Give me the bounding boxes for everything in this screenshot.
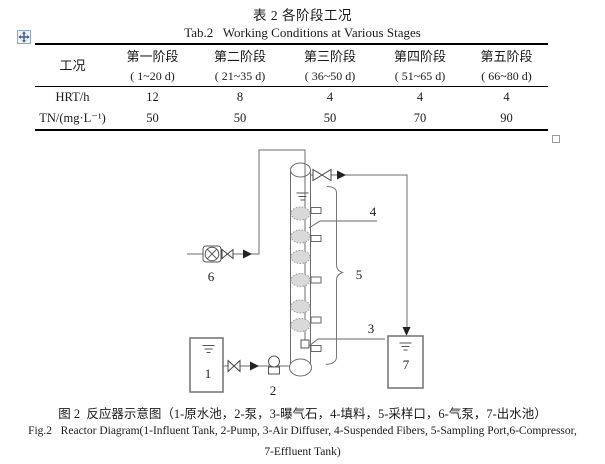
- down-arrow-into-tank7: [402, 327, 411, 336]
- air-flow-arrow: [243, 249, 252, 259]
- tn-stage2: 50: [233, 111, 247, 125]
- figure-caption-en-line2: 7-Effluent Tank): [264, 446, 341, 458]
- tank7-water-level-icon: [399, 342, 412, 351]
- air-pipe: [187, 149, 306, 340]
- leader-line-fibers: [308, 220, 377, 229]
- header-cell-stage4: 第四阶段( 51~65 d): [375, 44, 465, 87]
- influent-tank: 1: [189, 337, 224, 393]
- header-cell-stage3: 第三阶段( 36~50 d): [285, 44, 375, 87]
- table-title-en: Tab.2 Working Conditions at Various Stag…: [184, 25, 421, 40]
- hrt-stage4: 4: [416, 90, 424, 104]
- label-suspended-fibers: 4: [370, 204, 377, 219]
- table-title-cn: 表 2 各阶段工况: [253, 8, 352, 23]
- header-cell-stage5: 第五阶段( 66~80 d): [465, 44, 548, 87]
- figure-caption-en-line1: Fig.2 Reactor Diagram(1-Influent Tank, 2…: [28, 425, 577, 437]
- tn-stage5: 90: [500, 111, 513, 125]
- sampling-ports: [310, 207, 322, 352]
- influent-valve-icon: [227, 359, 241, 373]
- leader-line-diffuser: [308, 338, 385, 347]
- effluent-pipe: [311, 174, 408, 332]
- hrt-stage2: 8: [236, 90, 244, 104]
- table-header-row: 工况 第一阶段( 1~20 d) 第二阶段( 21~35 d) 第三阶段( 36…: [35, 44, 548, 87]
- column-bottom-cap: [289, 358, 312, 377]
- column-water-level-icon: [296, 192, 309, 201]
- pump-icon: [268, 355, 280, 375]
- outlet-valve-icon: [312, 168, 346, 182]
- suspended-fiber-carriers: [290, 206, 311, 332]
- label-air-diffuser: 3: [368, 321, 375, 336]
- tn-stage1: 50: [146, 111, 159, 125]
- hrt-stage1: 12: [146, 90, 159, 104]
- column-top-cap: [290, 162, 311, 178]
- table-row-hrt: HRT/h 12 8 4 4 4: [35, 87, 548, 109]
- hrt-stage5: 4: [503, 90, 510, 104]
- tank1-water-level-icon: [202, 345, 215, 353]
- effluent-tank: 7: [387, 335, 424, 389]
- table-row-tn: TN/(mg·L⁻¹) 50 50 50 70 90: [35, 108, 548, 130]
- influent-flow-arrow: [250, 361, 259, 371]
- row-label-hrt: HRT/h: [55, 90, 90, 104]
- object-anchor-handle[interactable]: [552, 135, 560, 143]
- header-cell-stage2: 第二阶段( 21~35 d): [195, 44, 285, 87]
- label-compressor: 6: [208, 269, 215, 284]
- label-sampling-port: 5: [356, 267, 363, 282]
- reactor-diagram: 1 7 2 3 4 5 6: [187, 149, 424, 398]
- label-pump: 2: [270, 383, 277, 398]
- sampling-port-brace: [325, 186, 345, 365]
- hrt-stage3: 4: [326, 90, 334, 104]
- effluent-flow-arrow: [337, 170, 346, 180]
- compressor-icon: [202, 245, 252, 263]
- reactor-column: [289, 162, 322, 377]
- label-effluent-tank: 7: [403, 357, 410, 372]
- figure-caption-cn: 图 2 反应器示意图（1-原水池，2-泵，3-曝气石，4-填料，5-采样口，6-…: [58, 407, 547, 421]
- compressor-valve-icon: [221, 248, 234, 260]
- label-influent-tank: 1: [205, 366, 212, 381]
- header-cell-condition: 工况: [35, 44, 110, 87]
- tn-stage3: 50: [323, 111, 337, 125]
- table-move-handle[interactable]: [17, 30, 31, 44]
- row-label-tn: TN/(mg·L⁻¹): [39, 111, 106, 125]
- tn-stage4: 70: [413, 111, 427, 125]
- working-conditions-table: 工况 第一阶段( 1~20 d) 第二阶段( 21~35 d) 第三阶段( 36…: [35, 43, 548, 131]
- move-handle-icon: [17, 30, 31, 44]
- air-diffuser-icon: [300, 339, 310, 349]
- header-cell-stage1: 第一阶段( 1~20 d): [110, 44, 195, 87]
